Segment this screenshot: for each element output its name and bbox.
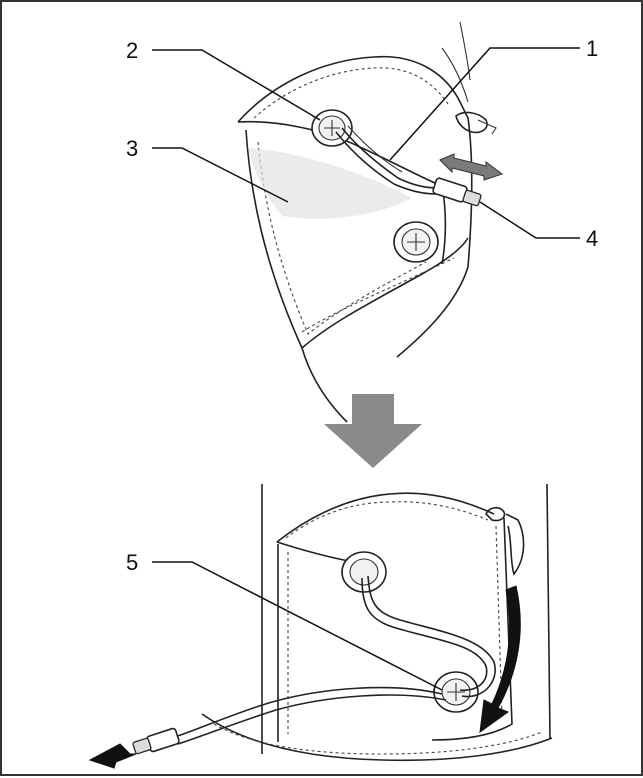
- top-connector: [432, 177, 482, 207]
- top-stitching-inner: [257, 141, 427, 335]
- bottom-garment-right-edge: [546, 483, 551, 739]
- callout-2: 2: [126, 38, 138, 63]
- bottom-pocket-body: [277, 517, 513, 742]
- callout-3: 3: [126, 136, 138, 161]
- callout-1: 1: [586, 36, 598, 61]
- callout-leaders: [152, 47, 580, 691]
- bottom-pullout-arrow: [88, 743, 137, 769]
- bottom-cable-exit: [171, 686, 447, 745]
- top-zipper-pull: [455, 111, 497, 135]
- bottom-hem-stitching: [213, 723, 543, 755]
- top-pocket-shading: [248, 148, 412, 219]
- callout-5: 5: [126, 550, 138, 575]
- bottom-grommet-lower: [433, 671, 479, 713]
- bottom-pocket-stitching-top: [285, 501, 489, 539]
- leader-5: [152, 561, 443, 691]
- bottom-pocket-opening: [276, 492, 495, 543]
- bottom-connector: [132, 727, 180, 755]
- top-stitching-outer: [253, 67, 449, 119]
- bottom-illustration: [88, 483, 553, 769]
- callout-4: 4: [586, 226, 598, 251]
- leader-3: [152, 147, 289, 203]
- top-cable: [335, 125, 439, 195]
- top-pocket-flap: [237, 120, 447, 265]
- bottom-pocket-stitching-sides: [287, 525, 503, 734]
- top-grommet-upper: [311, 109, 353, 147]
- top-garment-edge: [441, 21, 471, 103]
- bottom-grommet-upper: [341, 551, 387, 593]
- top-pocket-body: [245, 129, 469, 350]
- top-stitching-lower: [301, 257, 455, 333]
- bottom-feed-arrow: [479, 585, 521, 734]
- transition-arrow-down: [324, 394, 422, 468]
- leader-1: [389, 47, 580, 161]
- top-garment-outline: [237, 55, 473, 423]
- leader-2: [152, 49, 321, 121]
- top-grommet-lower: [393, 221, 439, 263]
- top-illustration: [237, 21, 504, 423]
- top-direction-arrow: [439, 153, 504, 181]
- bottom-cable-loop: [361, 575, 496, 698]
- callout-labels: 1 2 3 4 5: [126, 36, 598, 575]
- bottom-zipper-pull: [485, 506, 525, 576]
- bottom-garment-hem: [201, 713, 553, 762]
- leader-4: [479, 201, 580, 239]
